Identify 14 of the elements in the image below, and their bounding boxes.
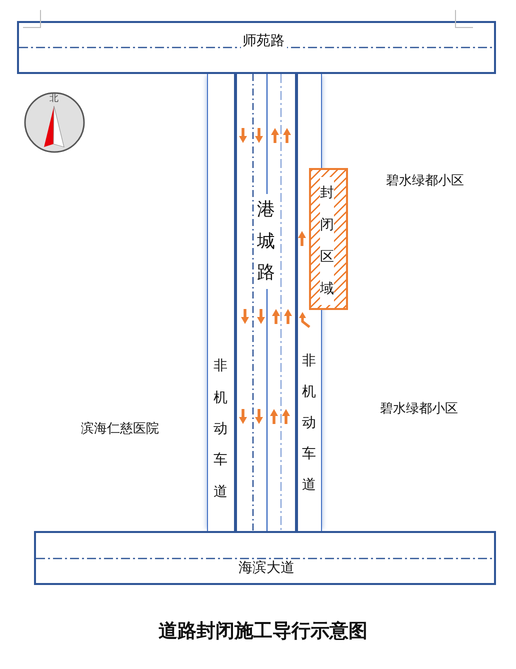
place-label: 碧水绿都小区 <box>386 174 464 190</box>
place-label: 滨海仁慈医院 <box>81 422 159 438</box>
road-name: 海滨大道 <box>236 559 296 576</box>
road-name: 师苑路 <box>240 32 286 49</box>
carriageway <box>234 74 298 531</box>
bike-lane <box>207 74 234 531</box>
direction-label: 北 <box>50 94 58 104</box>
hatched-area <box>309 168 348 310</box>
road-band <box>34 531 496 585</box>
diagram-title: 道路封闭施工导行示意图 <box>158 621 368 643</box>
area-label: 封闭区域 <box>320 177 334 305</box>
road-band <box>17 21 496 74</box>
place-label: 碧水绿都小区 <box>380 402 458 418</box>
road-name: 港城路 <box>257 194 275 289</box>
